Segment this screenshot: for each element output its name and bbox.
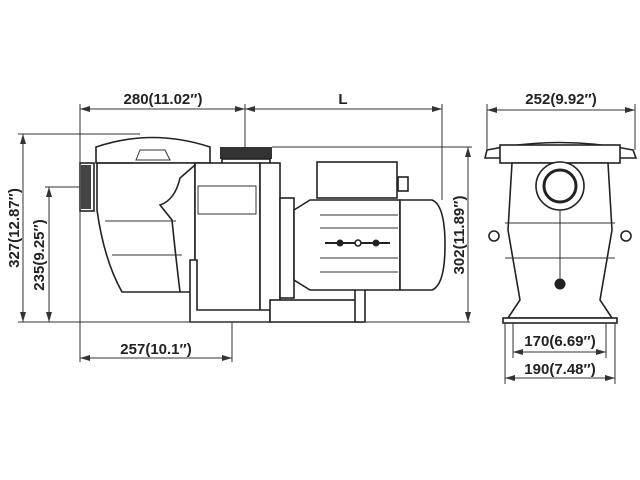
strainer-basket-housing bbox=[96, 162, 196, 293]
dim-302-label: 302(11.89″) bbox=[451, 196, 468, 275]
motor-body bbox=[293, 199, 401, 291]
motor-fan-cover bbox=[399, 199, 446, 291]
pump-side-view bbox=[79, 136, 446, 323]
dim-327-label: 327(12.87″) bbox=[6, 188, 23, 268]
dim-170-label: 170(6.69″) bbox=[524, 333, 595, 350]
drain-plug bbox=[554, 278, 566, 290]
pump-end-view bbox=[483, 141, 638, 324]
pump-flange bbox=[259, 162, 281, 319]
motor-terminal-box bbox=[316, 161, 398, 199]
end-view-base bbox=[502, 317, 618, 324]
lid-knob bbox=[135, 149, 171, 161]
side-view-dimensions: 280(11.02″) L 327(12.87″) 235(9.25″) 257… bbox=[6, 91, 472, 362]
dim-235-label: 235(9.25″) bbox=[31, 219, 48, 290]
dim-190-label: 190(7.48″) bbox=[524, 361, 595, 378]
dim-257-label: 257(10.1″) bbox=[120, 341, 191, 358]
dim-252-label: 252(9.92″) bbox=[525, 91, 596, 108]
end-view-dimensions: 252(9.92″) 170(6.69″) 190(7.48″) bbox=[486, 91, 636, 384]
inlet-thread bbox=[81, 165, 91, 209]
outlet-port bbox=[220, 147, 272, 159]
dim-280-label: 280(11.02″) bbox=[124, 91, 203, 108]
dim-L-label: L bbox=[338, 91, 347, 108]
